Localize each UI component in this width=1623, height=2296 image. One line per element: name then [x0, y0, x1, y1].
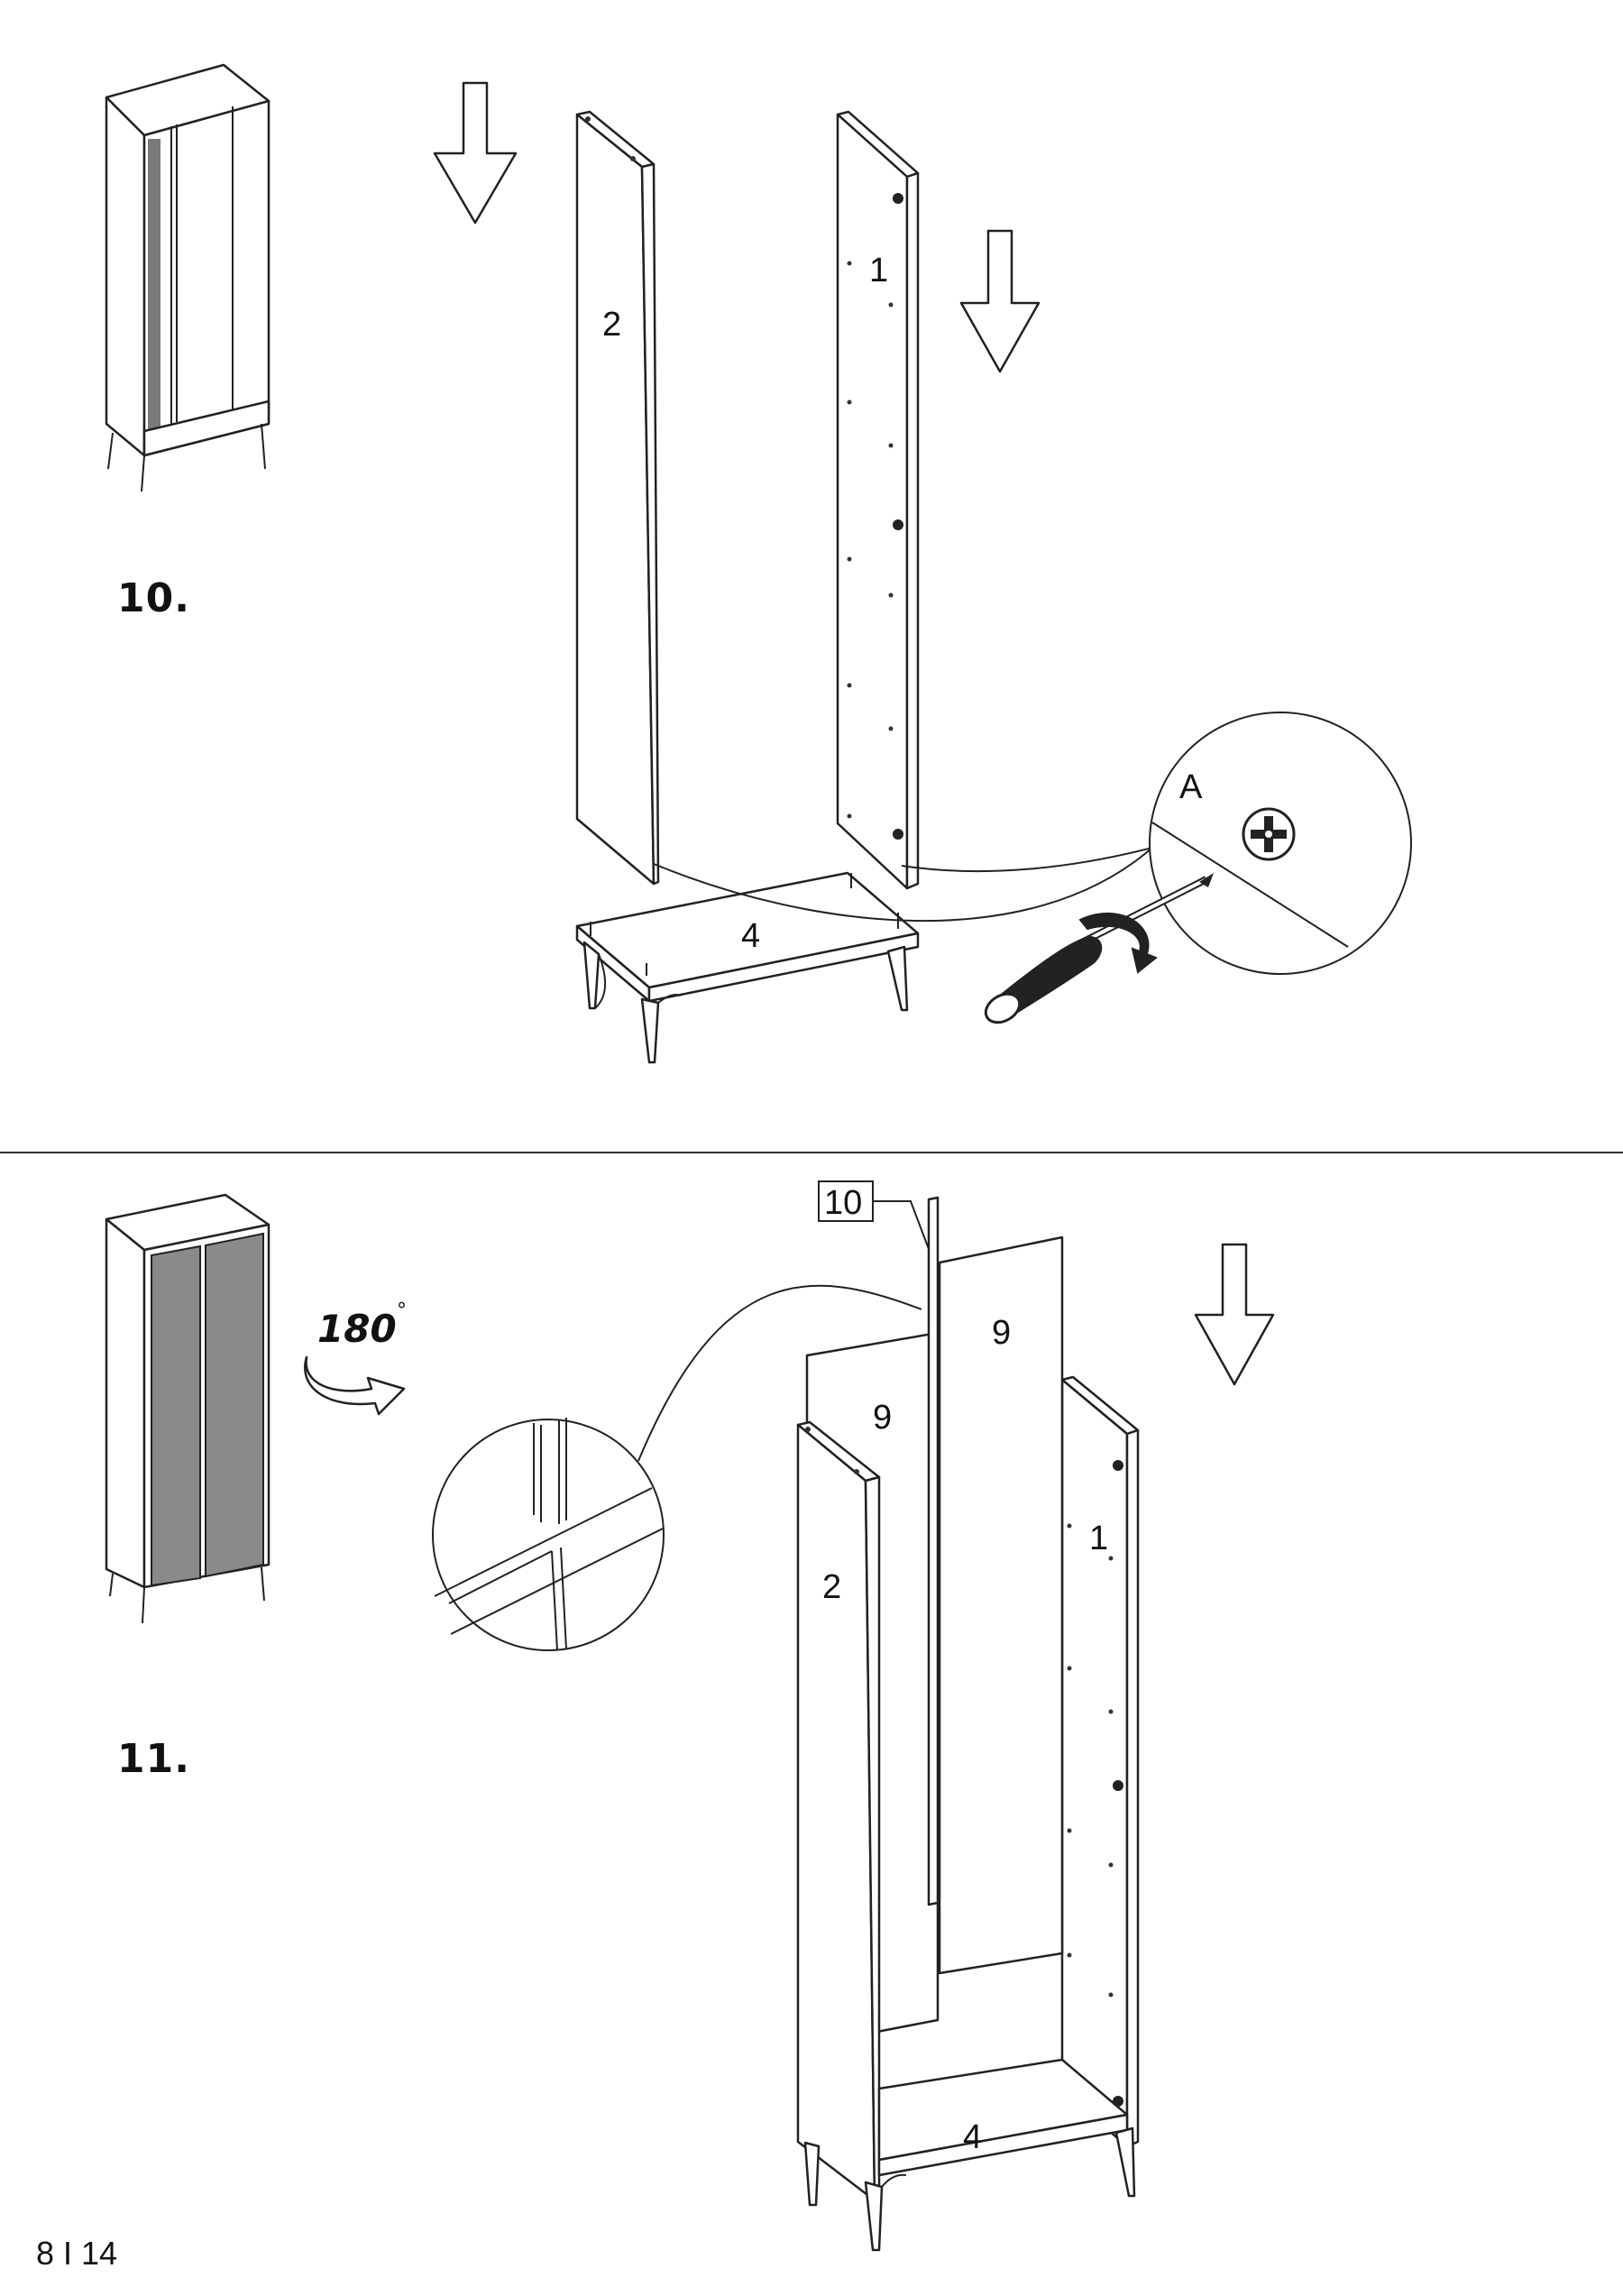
side-panel-1	[836, 110, 920, 890]
bottom-panel-4	[575, 871, 920, 1064]
leader-line	[653, 847, 1153, 923]
part-label-2: 2	[822, 1568, 841, 1606]
down-arrow-icon	[1194, 1243, 1275, 1386]
rotate-arrow-icon	[304, 1355, 406, 1416]
detail-label-a: A	[1179, 768, 1203, 806]
part-label-1: 1	[1089, 1520, 1108, 1557]
part-label-10-box	[818, 1180, 874, 1222]
step-number-11: 11.	[117, 1736, 190, 1782]
bottom-panel-4	[803, 2058, 1136, 2252]
part-label-10: 10	[824, 1184, 862, 1222]
leader-line	[901, 847, 1153, 873]
part-label-4: 4	[741, 917, 760, 955]
divider-part-10	[927, 1196, 940, 1906]
back-panel-9-right	[938, 1235, 1064, 1975]
side-panel-2	[796, 1420, 881, 2202]
part-label-9-left: 9	[873, 1399, 892, 1437]
detail-circle-groove	[432, 1418, 665, 1651]
step-number-10: 10.	[117, 575, 190, 621]
step10-thumbnail-cabinet	[105, 63, 270, 492]
leader-line	[873, 1200, 930, 1250]
side-panel-1	[1060, 1375, 1140, 2148]
down-arrow-icon	[959, 229, 1041, 373]
part-label-2: 2	[602, 306, 621, 344]
leader-line	[637, 1284, 922, 1462]
side-panel-2	[575, 110, 660, 886]
part-label-9-right: 9	[992, 1314, 1011, 1352]
down-arrow-icon	[433, 81, 518, 225]
rotation-unit: °	[397, 1300, 407, 1322]
screwdriver-icon	[984, 873, 1214, 1024]
page-number: 8 I 14	[36, 2235, 118, 2272]
detail-circle-a	[1149, 712, 1412, 975]
rotation-label: 180	[317, 1307, 397, 1351]
step11-thumbnail-cabinet	[105, 1193, 270, 1624]
part-label-1: 1	[869, 252, 888, 289]
part-label-4: 4	[963, 2118, 982, 2156]
